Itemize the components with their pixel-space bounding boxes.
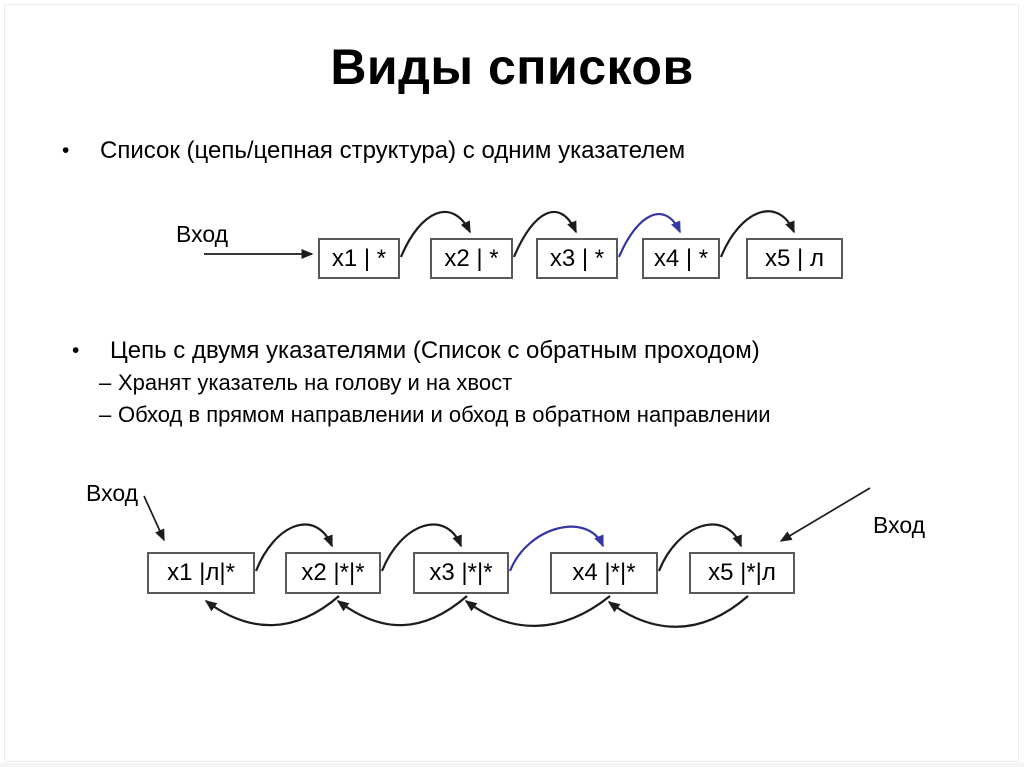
- d1-node-2: x2 | *: [430, 238, 513, 279]
- bullet-text: Цепь с двумя указателями (Список с обрат…: [110, 337, 760, 364]
- d2-node-4: x4 |*|*: [550, 552, 658, 594]
- d2-node-5: x5 |*|л: [689, 552, 795, 594]
- sub-bullet-item-1: – Хранят указатель на голову и на хвост: [99, 369, 999, 396]
- d2-node-2: x2 |*|*: [285, 552, 381, 594]
- sub-bullet-item-2: – Обход в прямом направлении и обход в о…: [99, 401, 1019, 428]
- bullet-item-2: • Цепь с двумя указателями (Список с обр…: [72, 336, 972, 366]
- d1-node-5: x5 | л: [746, 238, 843, 279]
- sub-bullet-text: Хранят указатель на голову и на хвост: [118, 370, 513, 395]
- d1-node-3: x3 | *: [536, 238, 618, 279]
- bullet-marker: •: [72, 339, 80, 362]
- slide-bottom-edge: [0, 763, 1024, 767]
- page-title: Виды списков: [330, 39, 694, 95]
- d1-node-1: x1 | *: [318, 238, 400, 279]
- back-arrow-d2-2: [336, 595, 468, 627]
- back-arrow-d2-4: [607, 595, 749, 628]
- bullet-marker: •: [62, 139, 70, 162]
- back-arrow-d2-1: [204, 595, 340, 627]
- d1-node-4: x4 | *: [642, 238, 720, 279]
- entry-arrow-d2-left: [143, 495, 165, 542]
- entry-arrow-d2-right: [779, 487, 871, 542]
- entry-label-d2-right: Вход: [873, 512, 926, 538]
- dash-marker: –: [99, 402, 112, 427]
- dash-marker: –: [99, 370, 112, 395]
- bullet-item-1: • Список (цепь/цепная структура) с одним…: [62, 136, 962, 166]
- bullet-text: Список (цепь/цепная структура) с одним у…: [100, 137, 686, 164]
- d2-node-1: x1 |л|*: [147, 552, 255, 594]
- d2-node-3: x3 |*|*: [413, 552, 509, 594]
- sub-bullet-text: Обход в прямом направлении и обход в обр…: [118, 402, 771, 427]
- entry-label-d1: Вход: [176, 221, 229, 247]
- back-arrow-d2-3: [464, 595, 611, 627]
- entry-label-d2-left: Вход: [86, 480, 139, 506]
